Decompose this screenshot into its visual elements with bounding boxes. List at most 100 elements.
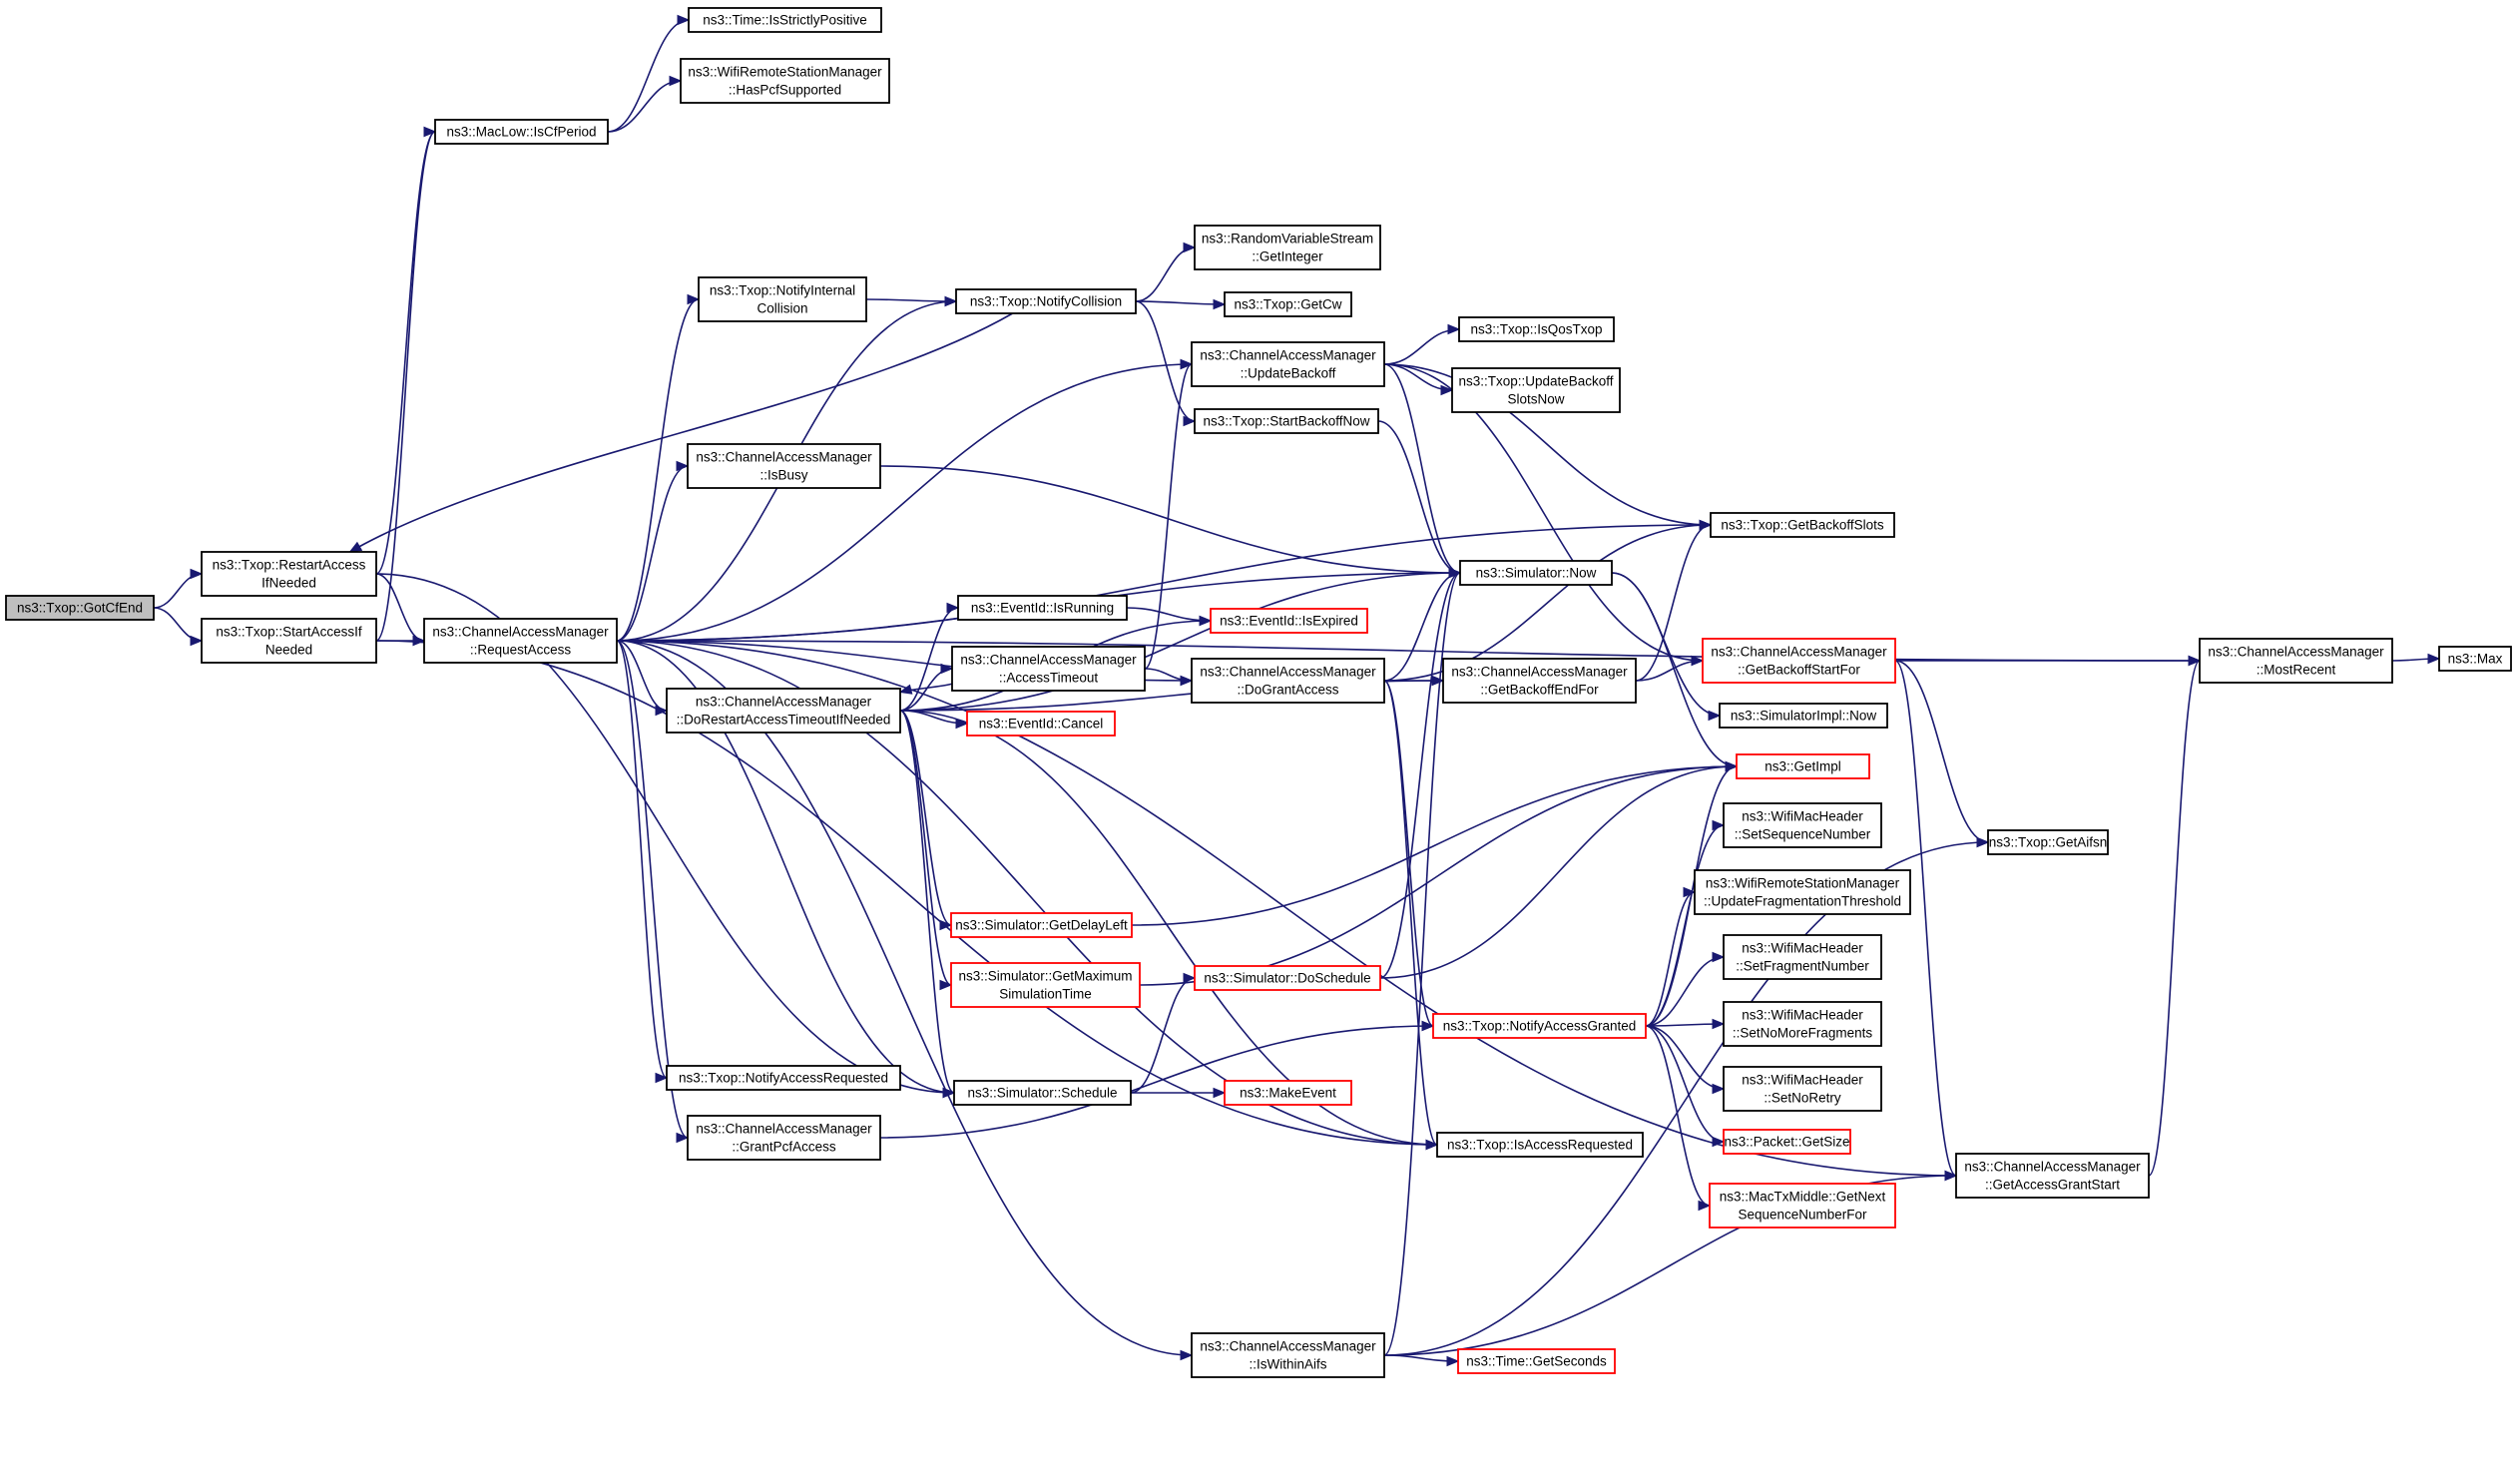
node-setseq[interactable]: ns3::WifiMacHeader::SetSequenceNumber bbox=[1723, 802, 1882, 848]
node-label-getbackoffslots-line-0: ns3::Txop::GetBackoffSlots bbox=[1721, 518, 1884, 533]
node-dograntaccess[interactable]: ns3::ChannelAccessManager::DoGrantAccess bbox=[1191, 658, 1385, 704]
edge-getmaxsim-to-getimpl bbox=[1139, 765, 1738, 986]
edge-notifyaccessgranted-to-setnoretry bbox=[1645, 1025, 1725, 1090]
edge-grantpcf-to-notifyaccessgranted bbox=[879, 1025, 1434, 1139]
edge-notifycollision-to-getcw bbox=[1135, 300, 1226, 305]
node-getinteger[interactable]: ns3::RandomVariableStream::GetInteger bbox=[1194, 225, 1381, 270]
node-getcw[interactable]: ns3::Txop::GetCw bbox=[1224, 291, 1352, 317]
arrowhead-accesstimeout-to-updatebackoff bbox=[1180, 358, 1194, 370]
node-notifyaccessrequested[interactable]: ns3::Txop::NotifyAccessRequested bbox=[666, 1065, 901, 1091]
edge-reqaccess-to-notifyinternal bbox=[616, 298, 700, 642]
node-box-updatefrag bbox=[1694, 869, 1911, 915]
node-makeevent[interactable]: ns3::MakeEvent bbox=[1224, 1080, 1352, 1106]
node-getseconds[interactable]: ns3::Time::GetSeconds bbox=[1457, 1348, 1616, 1374]
edge-notifyaccessgranted-to-setnomore bbox=[1645, 1023, 1725, 1027]
node-box-haspcf bbox=[680, 58, 890, 104]
node-label-restart-line-0: ns3::Txop::RestartAccess bbox=[213, 558, 366, 573]
node-box-startaccess bbox=[201, 618, 377, 664]
node-notifyaccessgranted[interactable]: ns3::Txop::NotifyAccessGranted bbox=[1432, 1013, 1647, 1039]
edge-notifyaccessgranted-to-setseq bbox=[1645, 824, 1725, 1027]
node-box-iscfperiod bbox=[434, 119, 609, 145]
node-box-simimplnow bbox=[1719, 703, 1888, 729]
node-iswithinaifs[interactable]: ns3::ChannelAccessManager::IsWithinAifs bbox=[1191, 1332, 1385, 1378]
node-label-getinteger-line-0: ns3::RandomVariableStream bbox=[1202, 232, 1373, 246]
node-getnextseq[interactable]: ns3::MacTxMiddle::GetNextSequenceNumberF… bbox=[1709, 1183, 1896, 1229]
node-setfrag[interactable]: ns3::WifiMacHeader::SetFragmentNumber bbox=[1723, 934, 1882, 980]
edge-startaccess-to-isaccessrequested bbox=[375, 640, 1438, 1146]
node-getaccessgrantstart[interactable]: ns3::ChannelAccessManager::GetAccessGran… bbox=[1955, 1153, 2150, 1199]
arrowhead-simnow-to-simimplnow bbox=[1708, 710, 1722, 722]
node-updatefrag[interactable]: ns3::WifiRemoteStationManager::UpdateFra… bbox=[1694, 869, 1911, 915]
node-isaccessrequested[interactable]: ns3::Txop::IsAccessRequested bbox=[1436, 1132, 1644, 1158]
edge-doretimeout-to-getmaxsim bbox=[899, 710, 952, 986]
node-label-gotcfend-line-0: ns3::Txop::GotCfEnd bbox=[17, 601, 143, 616]
node-grantpcf[interactable]: ns3::ChannelAccessManager::GrantPcfAcces… bbox=[687, 1115, 881, 1161]
edge-gotcfend-to-startaccess bbox=[153, 607, 203, 642]
node-box-updatebackoff bbox=[1191, 341, 1385, 387]
node-schedule[interactable]: ns3::Simulator::Schedule bbox=[953, 1080, 1132, 1106]
edge-doschedule-to-simnow bbox=[1379, 572, 1461, 979]
node-box-setnoretry bbox=[1723, 1066, 1882, 1112]
node-label-reqaccess-line-0: ns3::ChannelAccessManager bbox=[432, 625, 609, 640]
edge-notifycollision-to-getinteger bbox=[1135, 246, 1196, 302]
edge-simnow-to-getimpl bbox=[1611, 572, 1738, 767]
node-label-isexpired-line-0: ns3::EventId::IsExpired bbox=[1220, 614, 1358, 629]
node-gotcfend[interactable]: ns3::Txop::GotCfEnd bbox=[5, 595, 155, 621]
edge-doretimeout-to-simnow bbox=[899, 572, 1461, 712]
node-iscfperiod[interactable]: ns3::MacLow::IsCfPeriod bbox=[434, 119, 609, 145]
node-label-dograntaccess-line-0: ns3::ChannelAccessManager bbox=[1200, 665, 1376, 680]
node-simnow[interactable]: ns3::Simulator::Now bbox=[1459, 560, 1613, 586]
node-cancel[interactable]: ns3::EventId::Cancel bbox=[966, 711, 1116, 737]
node-setnomore[interactable]: ns3::WifiMacHeader::SetNoMoreFragments bbox=[1723, 1001, 1882, 1047]
node-getimpl[interactable]: ns3::GetImpl bbox=[1736, 753, 1870, 779]
node-label-getmaxsim-line-0: ns3::Simulator::GetMaximum bbox=[958, 969, 1132, 984]
node-setnoretry[interactable]: ns3::WifiMacHeader::SetNoRetry bbox=[1723, 1066, 1882, 1112]
node-getdelayleft[interactable]: ns3::Simulator::GetDelayLeft bbox=[950, 912, 1133, 938]
edge-reqaccess-to-isaccessrequested bbox=[616, 640, 1438, 1146]
arrowhead-notifyaccessgranted-to-setseq bbox=[1712, 819, 1726, 831]
node-isbusy[interactable]: ns3::ChannelAccessManager::IsBusy bbox=[687, 443, 881, 489]
node-simimplnow[interactable]: ns3::SimulatorImpl::Now bbox=[1719, 703, 1888, 729]
arrowhead-iscfperiod-to-isstrictlypositive bbox=[677, 14, 691, 26]
node-label-getdelayleft-line-0: ns3::Simulator::GetDelayLeft bbox=[955, 918, 1128, 933]
node-box-notifyaccessrequested bbox=[666, 1065, 901, 1091]
node-startbackoffnow[interactable]: ns3::Txop::StartBackoffNow bbox=[1194, 408, 1379, 434]
node-doretimeout[interactable]: ns3::ChannelAccessManager::DoRestartAcce… bbox=[666, 688, 901, 734]
node-box-dograntaccess bbox=[1191, 658, 1385, 704]
arrowhead-notifyaccessgranted-to-updatefrag bbox=[1683, 886, 1697, 898]
node-isstrictlypositive[interactable]: ns3::Time::IsStrictlyPositive bbox=[688, 7, 882, 33]
node-box-isbusy bbox=[687, 443, 881, 489]
node-doschedule[interactable]: ns3::Simulator::DoSchedule bbox=[1194, 965, 1381, 991]
node-box-simnow bbox=[1459, 560, 1613, 586]
arrowhead-notifycollision-to-getcw bbox=[1213, 298, 1227, 310]
node-isrunning[interactable]: ns3::EventId::IsRunning bbox=[957, 595, 1128, 621]
node-getbackoffendfor[interactable]: ns3::ChannelAccessManager::GetBackoffEnd… bbox=[1442, 658, 1637, 704]
edge-updatebackoff-to-isqostxop bbox=[1383, 328, 1460, 365]
node-isqostxop[interactable]: ns3::Txop::IsQosTxop bbox=[1458, 316, 1615, 342]
node-getbackoffstartfor[interactable]: ns3::ChannelAccessManager::GetBackoffSta… bbox=[1702, 638, 1896, 684]
node-box-getimpl bbox=[1736, 753, 1870, 779]
node-getbackoffslots[interactable]: ns3::Txop::GetBackoffSlots bbox=[1710, 512, 1895, 538]
node-mostrecent[interactable]: ns3::ChannelAccessManager::MostRecent bbox=[2199, 638, 2393, 684]
node-updatebackoff[interactable]: ns3::ChannelAccessManager::UpdateBackoff bbox=[1191, 341, 1385, 387]
node-haspcf[interactable]: ns3::WifiRemoteStationManager::HasPcfSup… bbox=[680, 58, 890, 104]
node-label-getbackoffendfor-line-1: ::GetBackoffEndFor bbox=[1480, 683, 1599, 698]
node-getaifsn[interactable]: ns3::Txop::GetAifsn bbox=[1987, 829, 2109, 855]
node-notifycollision[interactable]: ns3::Txop::NotifyCollision bbox=[955, 288, 1137, 314]
node-label-notifycollision-line-0: ns3::Txop::NotifyCollision bbox=[970, 294, 1122, 309]
node-box-notifycollision bbox=[955, 288, 1137, 314]
node-label-getaifsn-line-0: ns3::Txop::GetAifsn bbox=[1989, 835, 2108, 850]
arrowhead-iswithinaifs-to-getaccessgrantstart bbox=[1944, 1170, 1958, 1182]
node-reqaccess[interactable]: ns3::ChannelAccessManager::RequestAccess bbox=[423, 618, 618, 664]
node-box-notifyinternal bbox=[698, 276, 867, 322]
node-getsize[interactable]: ns3::Packet::GetSize bbox=[1723, 1129, 1851, 1155]
node-label-dograntaccess-line-1: ::DoGrantAccess bbox=[1237, 683, 1338, 698]
node-accesstimeout[interactable]: ns3::ChannelAccessManager::AccessTimeout bbox=[951, 646, 1146, 692]
node-max[interactable]: ns3::Max bbox=[2438, 646, 2512, 672]
node-isexpired[interactable]: ns3::EventId::IsExpired bbox=[1210, 608, 1368, 634]
